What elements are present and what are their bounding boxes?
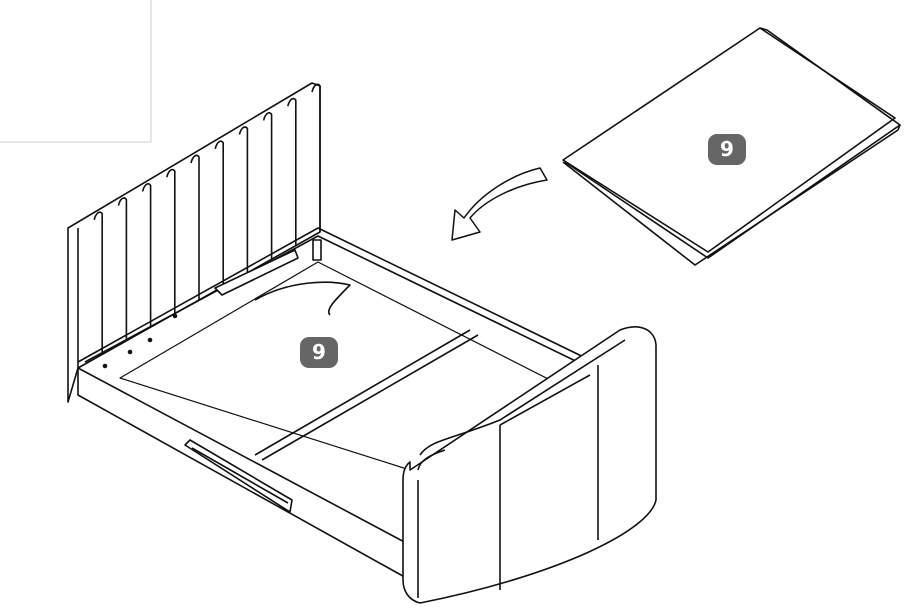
- headboard: [67, 82, 321, 403]
- headboard-panel-groove: [117, 197, 128, 341]
- step-badge-sheet: 9: [708, 134, 746, 165]
- corner-frame: [0, 0, 152, 143]
- headboard-panel-groove: [93, 211, 103, 355]
- headboard-panel-groove: [166, 168, 176, 314]
- footboard: [402, 326, 657, 604]
- step-badge-bed: 9: [300, 337, 338, 368]
- curved-arrow-icon: [451, 167, 548, 241]
- bed-base: [77, 227, 601, 581]
- headboard-panel-groove: [287, 97, 297, 246]
- headboard-panel-groove: [238, 126, 249, 273]
- headboard-panel-groove: [262, 112, 273, 260]
- headboard-panel-groove: [190, 154, 200, 300]
- headboard-panel-groove: [214, 140, 224, 287]
- headboard-panel-groove: [311, 83, 321, 232]
- headboard-panel-groove: [141, 183, 152, 328]
